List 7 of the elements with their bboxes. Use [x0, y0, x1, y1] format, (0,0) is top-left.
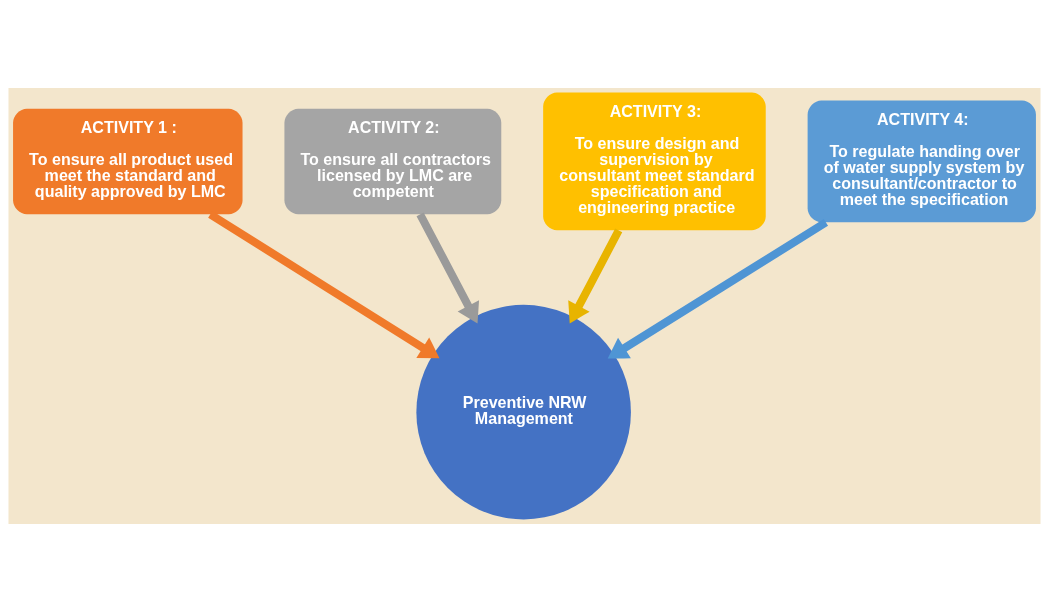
- arrow: [568, 228, 623, 324]
- node-box: ACTIVITY 3: To ensure design and supervision by consultant meet standard specification and engineering practice: [543, 92, 766, 231]
- node-box: ACTIVITY 4: To regulate handing over of water supply system by consultant/contractor to meet the specification: [807, 100, 1036, 223]
- node-box: ACTIVITY 2: To ensure all contractors licensed by LMC are competent: [284, 108, 502, 215]
- arrow: [607, 219, 829, 359]
- arrow: [416, 212, 480, 324]
- node-box: ACTIVITY 1 : To ensure all product used meet the standard and quality approved by LMC: [13, 108, 243, 215]
